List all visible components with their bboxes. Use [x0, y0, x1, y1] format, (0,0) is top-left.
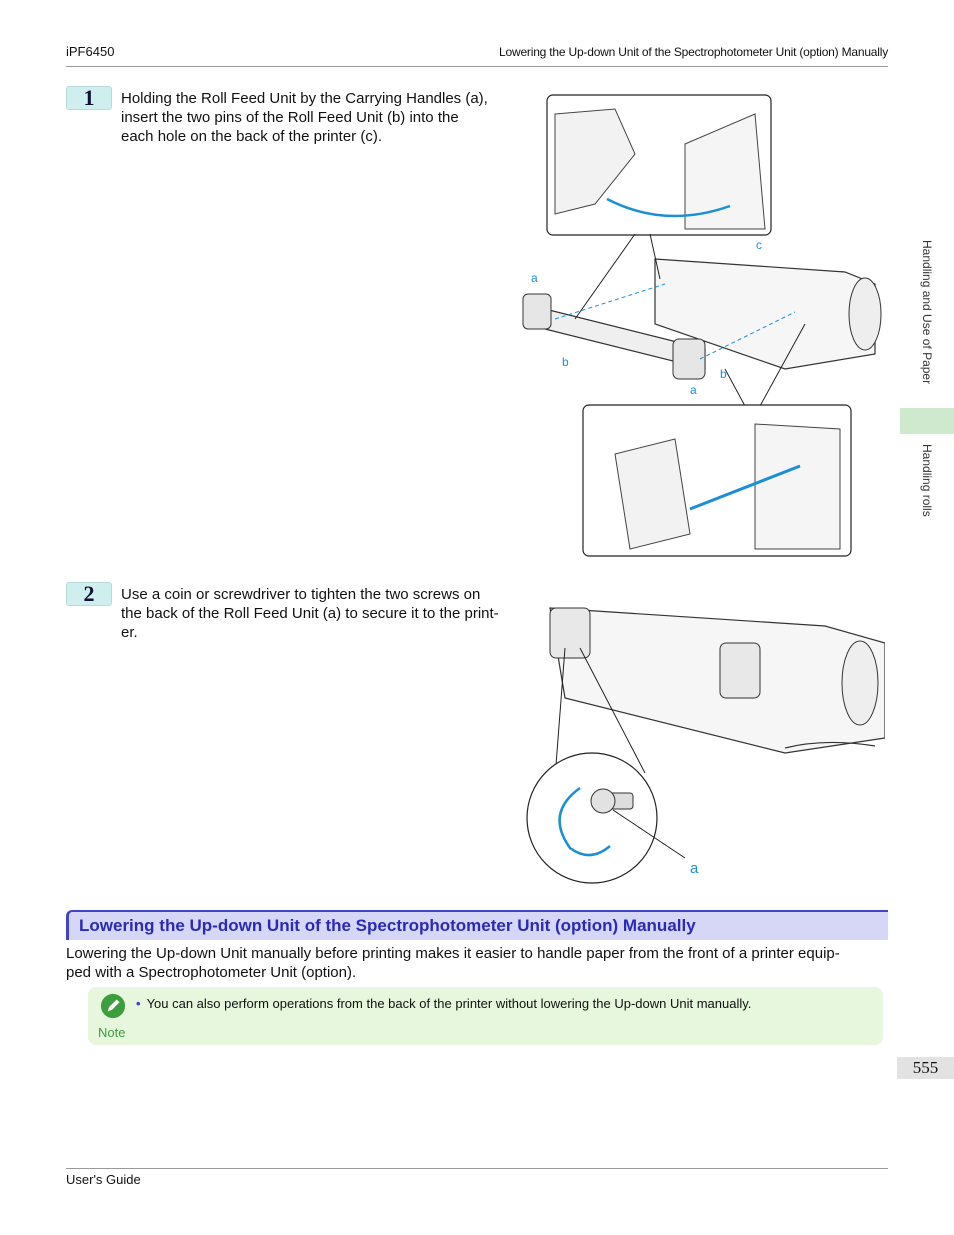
- step-1-text: Holding the Roll Feed Unit by the Carryi…: [121, 89, 511, 146]
- step-1-badge: 1: [66, 86, 112, 110]
- section-body-line-1: Lowering the Up-down Unit manually befor…: [66, 945, 840, 962]
- step-2-line-2: the back of the Roll Feed Unit (a) to se…: [121, 605, 499, 622]
- label-b-left: b: [562, 355, 569, 369]
- sidebar-chapter[interactable]: Handling and Use of Paper: [920, 240, 934, 385]
- section-title-text: Lowering the Up-down Unit of the Spectro…: [79, 916, 696, 935]
- step-2-badge: 2: [66, 582, 112, 606]
- section-body-line-2: ped with a Spectrophotometer Unit (optio…: [66, 964, 357, 981]
- section-heading: Lowering the Up-down Unit of the Spectro…: [66, 910, 888, 940]
- step-2-text: Use a coin or screwdriver to tighten the…: [121, 585, 521, 642]
- note-body: You can also perform operations from the…: [146, 996, 752, 1011]
- step-2-figure: a: [526, 607, 885, 884]
- footer-divider: [66, 1168, 888, 1169]
- detail-circle: [526, 752, 658, 884]
- label-a-screw: a: [690, 860, 699, 877]
- printer-body-2: [549, 607, 885, 754]
- note-box: [88, 987, 883, 1045]
- rotate-arrow: [558, 786, 611, 857]
- step-1-line-1: Holding the Roll Feed Unit by the Carryi…: [121, 90, 488, 107]
- label-b-right: b: [720, 367, 727, 381]
- page-number: 555: [897, 1057, 954, 1079]
- header-chapter-title: Lowering the Up-down Unit of the Spectro…: [499, 45, 888, 59]
- label-c: c: [756, 238, 762, 252]
- note-text: • You can also perform operations from th…: [136, 996, 751, 1011]
- section-body: Lowering the Up-down Unit manually befor…: [66, 944, 886, 982]
- label-a-top: a: [531, 271, 538, 285]
- note-bullet: •: [136, 996, 141, 1011]
- step-2-line-3: er.: [121, 624, 138, 641]
- step-1-line-2: insert the two pins of the Roll Feed Uni…: [121, 109, 459, 126]
- header-product: iPF6450: [66, 44, 115, 59]
- note-pencil-icon: [100, 993, 126, 1019]
- header-divider: [66, 66, 888, 67]
- step-1-figure: a b c a b: [522, 94, 882, 557]
- step-2-line-1: Use a coin or screwdriver to tighten the…: [121, 586, 481, 603]
- sidebar-section[interactable]: Handling rolls: [920, 444, 934, 517]
- note-label: Note: [98, 1025, 126, 1040]
- sidebar-current-tab: [900, 408, 954, 434]
- label-a-bottom: a: [690, 383, 697, 397]
- step-1-line-3: each hole on the back of the printer (c)…: [121, 128, 382, 145]
- insert-arrow-top: [606, 197, 731, 218]
- footer-text: User's Guide: [66, 1172, 141, 1187]
- printer-body: [654, 258, 876, 370]
- insert-arrow-bottom: [689, 464, 801, 511]
